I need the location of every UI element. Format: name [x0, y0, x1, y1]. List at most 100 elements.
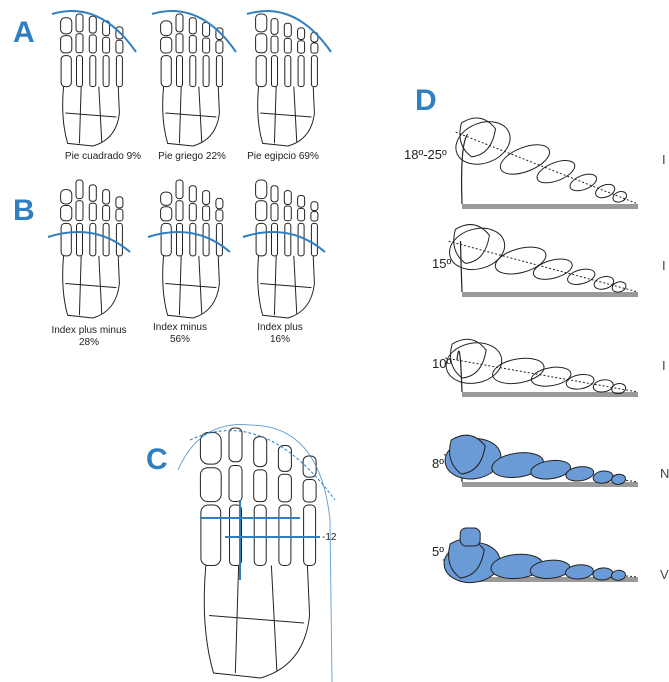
phalanx-proximal — [216, 41, 223, 53]
hindfoot-bone — [454, 225, 490, 264]
ground-bar — [462, 204, 638, 209]
phalanx-proximal — [161, 37, 172, 53]
phalanx-proximal — [61, 36, 72, 53]
metatarsal — [285, 56, 291, 87]
phalanx-distal — [203, 191, 210, 205]
phalanx-distal — [61, 18, 72, 34]
metatarsal — [216, 56, 222, 87]
phalanx-distal — [176, 180, 183, 199]
angle-arc — [462, 134, 468, 204]
phalanx-proximal — [298, 208, 305, 220]
metatarsal — [61, 223, 71, 256]
metatarsal — [311, 56, 317, 87]
axis-dotted-line — [445, 358, 638, 392]
phalanx-distal — [203, 22, 210, 36]
axis-dotted-line — [449, 241, 638, 292]
phalanx-proximal — [298, 41, 305, 53]
phalanx-proximal — [76, 201, 83, 221]
forefoot-dashed-arc — [190, 431, 335, 500]
phalanx-distal — [103, 190, 110, 204]
phalanx-proximal — [103, 37, 110, 53]
foot-skeleton-b2 — [161, 180, 223, 318]
phalanx-proximal — [271, 36, 278, 53]
metatarsal — [285, 223, 291, 256]
metatarsal — [272, 223, 278, 256]
ground-bar — [462, 392, 638, 397]
tarsal-lines — [260, 256, 311, 315]
metatarsal — [116, 56, 122, 87]
phalanx-distal — [189, 186, 196, 202]
metatarsal — [161, 56, 171, 87]
foot-skeleton-a3 — [256, 14, 318, 146]
tarsal-lines — [260, 87, 311, 144]
metatarsal-arc-b2 — [148, 232, 230, 252]
phalanx-distal — [200, 432, 221, 464]
metatarsal — [161, 223, 171, 256]
phalanx-proximal — [176, 34, 183, 53]
phalanx-distal — [116, 197, 123, 208]
metatarsal — [256, 56, 266, 87]
tarsal-lines — [165, 87, 216, 144]
metatarsal — [256, 223, 266, 256]
phalanx-distal — [76, 180, 83, 199]
metatarsal — [203, 223, 209, 256]
angle-arc — [457, 351, 462, 392]
phalanx-proximal — [161, 207, 172, 221]
phalanx-distal — [161, 192, 172, 205]
phalanx-proximal — [116, 209, 123, 221]
phalanx-proximal — [61, 206, 72, 221]
tarsal-lines — [165, 256, 216, 315]
metatarsal — [177, 223, 183, 256]
foot-skeleton-b3 — [256, 180, 318, 318]
phalanx-distal — [311, 202, 318, 211]
phalanx-proximal — [278, 474, 291, 502]
foot-skeleton-a2 — [161, 14, 223, 146]
phalanx-proximal — [189, 36, 196, 53]
phalanx-proximal — [256, 201, 267, 221]
metatarsal — [177, 56, 183, 87]
phalanx-distal — [254, 437, 267, 467]
phalanx-distal — [271, 19, 278, 35]
metatarsal — [203, 56, 209, 87]
d-row-3 — [443, 339, 638, 397]
lateral-bone-2 — [496, 139, 553, 180]
d-row-2 — [445, 222, 638, 297]
phalanx-distal — [284, 23, 291, 37]
phalanx-distal — [271, 186, 278, 202]
phalanx-proximal — [284, 206, 291, 221]
d-row-5 — [442, 528, 638, 585]
panel-b-foot-diagrams — [48, 180, 325, 318]
angle-arc — [461, 241, 462, 292]
metatarsal — [77, 56, 83, 87]
tarsal-lines — [65, 87, 116, 144]
phalanx-distal — [284, 191, 291, 205]
phalanx-distal — [61, 190, 72, 204]
phalanx-proximal — [284, 38, 291, 53]
metatarsal — [279, 505, 291, 566]
phalanx-distal — [298, 28, 305, 40]
phalanx-distal — [176, 14, 183, 32]
panel-c-foot-diagram — [178, 425, 335, 682]
metatarsal-arc-b3 — [243, 232, 325, 252]
ground-bar — [462, 292, 638, 297]
phalanx-proximal — [76, 34, 83, 53]
metatarsal — [254, 505, 266, 566]
ground-bar — [462, 482, 638, 487]
lateral-bone-2 — [492, 242, 548, 279]
phalanx-distal — [161, 21, 172, 36]
metatarsal — [272, 56, 278, 87]
phalanx-proximal — [176, 201, 183, 221]
phalanx-proximal — [203, 206, 210, 221]
phalanx-proximal — [203, 38, 210, 53]
metatarsal — [190, 223, 196, 256]
tarsal-lines — [209, 566, 304, 674]
metatarsal — [116, 223, 122, 256]
metatarsal — [190, 56, 196, 87]
d-row-4 — [443, 435, 638, 487]
phalanx-proximal — [89, 203, 96, 221]
metatarsal-arc-b1 — [48, 232, 130, 252]
metatarsal — [61, 56, 71, 87]
metatarsal — [77, 223, 83, 256]
phalanx-distal — [76, 14, 83, 32]
phalanx-proximal — [256, 34, 267, 53]
